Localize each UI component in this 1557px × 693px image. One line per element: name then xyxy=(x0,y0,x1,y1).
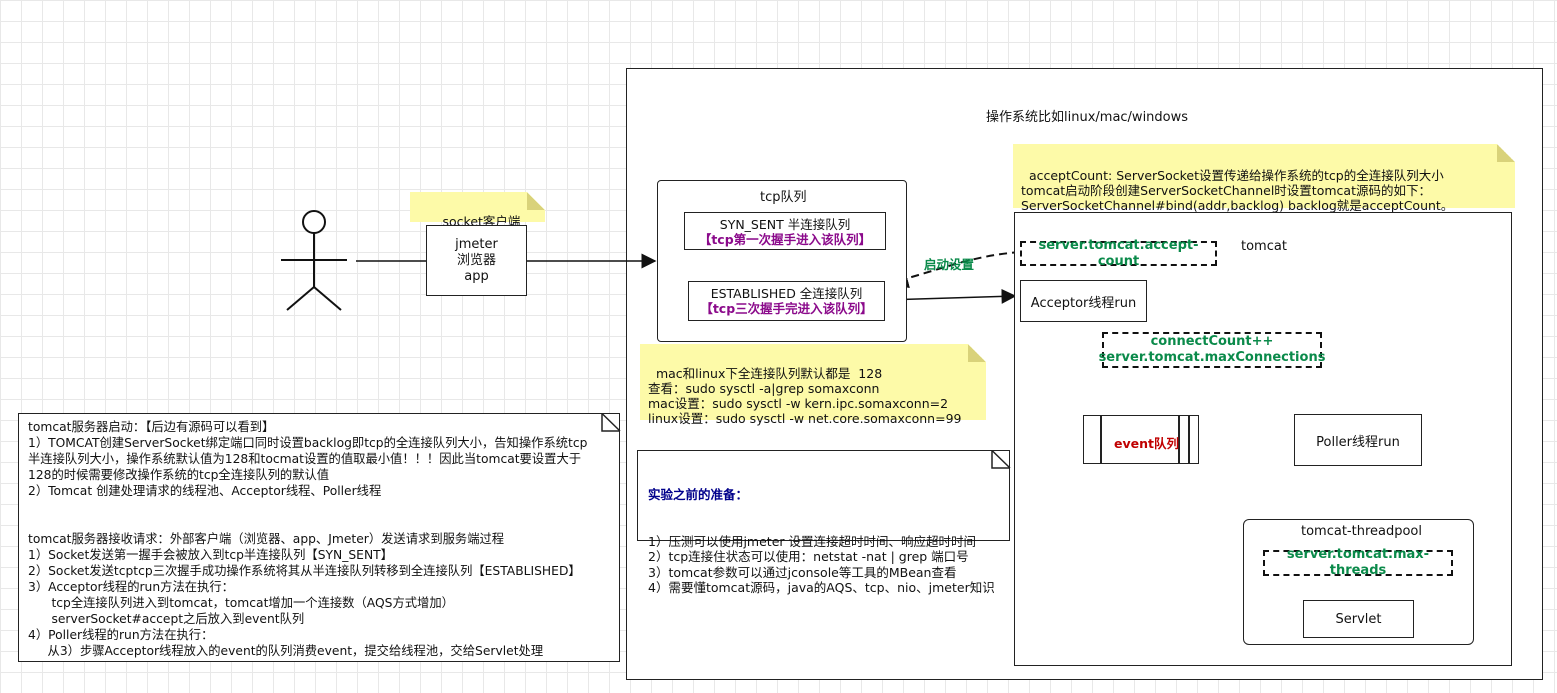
threadpool-title: tomcat-threadpool xyxy=(1301,524,1422,539)
user-actor-icon xyxy=(281,210,347,311)
client-browser: 浏览器 xyxy=(456,253,496,268)
event-queue: event队列 xyxy=(1083,415,1199,464)
syn-sent-label: SYN_SENT 半连接队列 xyxy=(719,217,851,232)
established-label: ESTABLISHED 全连接队列 xyxy=(710,286,863,301)
os-title: 操作系统比如linux/mac/windows xyxy=(986,110,1189,125)
accept-count-setting: server.tomcat.accept-count xyxy=(1020,238,1217,269)
syn-sent-desc: 【tcp第一次握手进入该队列】 xyxy=(698,232,872,247)
client-jmeter: jmeter xyxy=(455,237,498,252)
established-queue: ESTABLISHED 全连接队列 【tcp三次握手完进入该队列】 xyxy=(688,281,885,321)
poller-thread: Poller线程run xyxy=(1294,414,1422,466)
start-setting-label: 启动设置 xyxy=(924,257,975,272)
max-connections-label: server.tomcat.maxConnections xyxy=(1098,350,1326,365)
client-box: jmeter 浏览器 app xyxy=(426,225,527,296)
servlet-box: Servlet xyxy=(1303,600,1414,638)
max-connections-setting: connectCount++ server.tomcat.maxConnecti… xyxy=(1099,332,1325,368)
established-desc: 【tcp三次握手完进入该队列】 xyxy=(700,301,873,316)
preparation-title: 实验之前的准备： xyxy=(648,487,749,502)
startup-doc: tomcat服务器启动：【后边有源码可以看到】 1）TOMCAT创建Server… xyxy=(18,413,620,662)
somaxconn-note: mac和linux下全连接队列默认都是 128 查看：sudo sysctl -… xyxy=(640,344,986,426)
accept-count-note: acceptCount: ServerSocket设置传递给操作系统的tcp的全… xyxy=(1013,144,1515,213)
event-queue-label: event队列 xyxy=(1114,436,1179,451)
max-threads-setting: server.tomcat.max-threads xyxy=(1263,547,1453,578)
syn-sent-queue: SYN_SENT 半连接队列 【tcp第一次握手进入该队列】 xyxy=(684,212,886,250)
tcp-queue-title: tcp队列 xyxy=(760,190,807,205)
preparation-doc: 实验之前的准备： 1）压测可以使用jmeter 设置连接超时时间、响应超时时间 … xyxy=(637,450,1010,595)
tomcat-title: tomcat xyxy=(1241,239,1287,254)
client-app: app xyxy=(464,269,489,284)
acceptor-thread: Acceptor线程run xyxy=(1020,280,1147,322)
preparation-body: 1）压测可以使用jmeter 设置连接超时时间、响应超时时间 2）tcp连接住状… xyxy=(648,533,995,596)
connect-count-label: connectCount++ xyxy=(1150,334,1274,349)
